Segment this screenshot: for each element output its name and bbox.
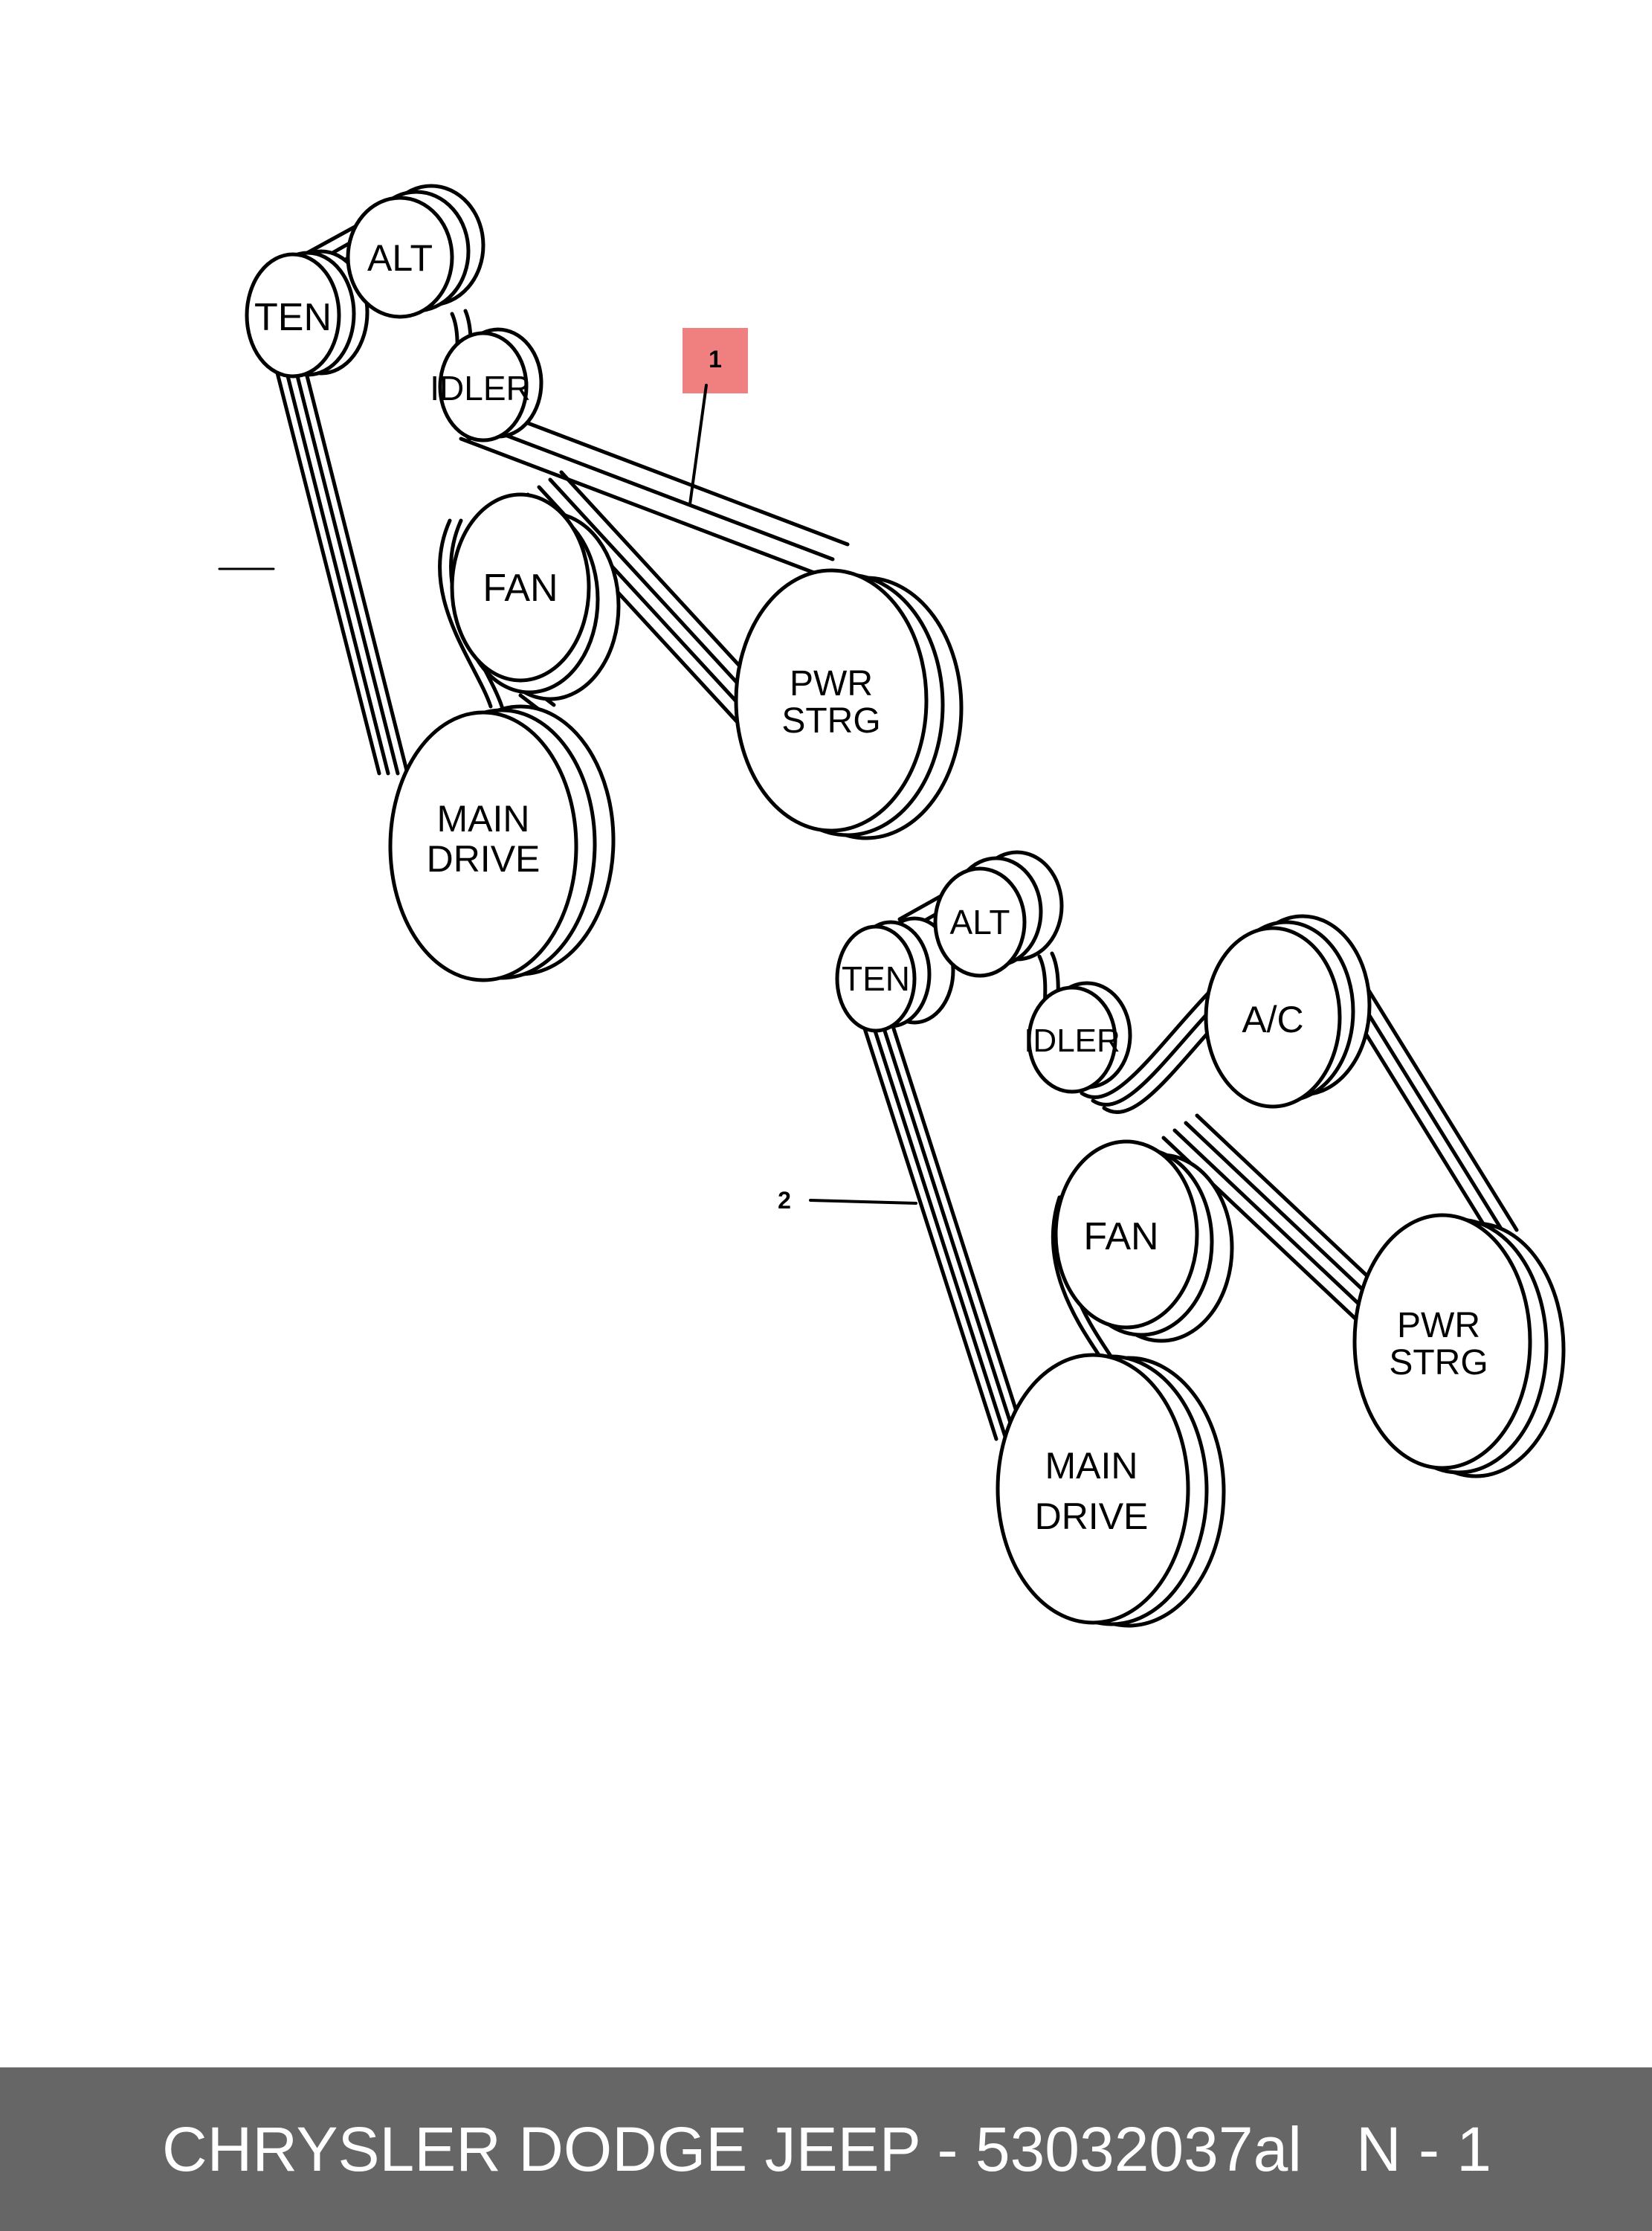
- pulley-idler-2: IDLER: [1024, 981, 1132, 1094]
- pulley-label-pwr-strg-2b: STRG: [1389, 1343, 1488, 1382]
- pulley-label-fan-1: FAN: [483, 567, 558, 610]
- pulley-main-drive-1: MAIN DRIVE: [388, 704, 616, 982]
- pulley-label-pwr-strg-1b: STRG: [781, 701, 880, 741]
- pulley-label-main-drive-1b: DRIVE: [427, 838, 541, 880]
- pulley-alt-1: ALT: [346, 184, 485, 319]
- callout-1: 1: [683, 328, 748, 506]
- pulley-ten-2: TEN: [835, 916, 955, 1033]
- callout-label-2: 2: [778, 1187, 791, 1214]
- pulley-fan-2: FAN: [1054, 1139, 1234, 1343]
- pulley-label-fan-2: FAN: [1083, 1215, 1158, 1258]
- pulley-ten-1: TEN: [245, 249, 370, 379]
- pulley-pwr-strg-2: PWR STRG: [1352, 1213, 1566, 1478]
- pulley-label-ten-2: TEN: [842, 959, 910, 998]
- pulley-main-drive-2: MAIN DRIVE: [996, 1353, 1226, 1628]
- pulley-label-ac-2: A/C: [1242, 999, 1303, 1040]
- pulley-idler-1: IDLER: [430, 327, 543, 442]
- footer-page-ref: N - 1: [1356, 2114, 1492, 2184]
- belt-layout-2: TEN ALT IDLER A/C FAN PWR STRG: [778, 850, 1566, 1628]
- pulley-label-main-drive-2b: DRIVE: [1035, 1496, 1149, 1537]
- pulley-pwr-strg-1: PWR STRG: [734, 568, 964, 840]
- pulley-ac-2: A/C: [1204, 914, 1372, 1109]
- belt-routing-diagram: TEN ALT IDLER FAN PWR STRG MAIN: [218, 184, 1566, 1628]
- callout-label-1: 1: [709, 346, 722, 373]
- pulley-alt-2: ALT: [933, 850, 1064, 978]
- pulley-label-pwr-strg-2a: PWR: [1397, 1306, 1480, 1345]
- pulley-label-main-drive-2a: MAIN: [1045, 1445, 1138, 1487]
- pulley-label-idler-2: IDLER: [1024, 1023, 1120, 1059]
- pulley-label-pwr-strg-1a: PWR: [790, 664, 873, 704]
- footer-part-number: CHRYSLER DODGE JEEP - 53032037al: [162, 2114, 1302, 2184]
- callout-2: 2: [778, 1187, 917, 1214]
- belt-layout-1: TEN ALT IDLER FAN PWR STRG MAIN: [218, 184, 964, 982]
- pulley-label-ten-1: TEN: [254, 296, 332, 339]
- pulley-label-alt-1: ALT: [367, 237, 433, 279]
- pulley-label-alt-2: ALT: [950, 903, 1010, 941]
- footer-bar: CHRYSLER DODGE JEEP - 53032037al N - 1: [0, 2067, 1652, 2231]
- pulley-fan-1: FAN: [450, 492, 621, 701]
- pulley-label-main-drive-1a: MAIN: [437, 798, 530, 840]
- pulley-label-idler-1: IDLER: [430, 369, 530, 408]
